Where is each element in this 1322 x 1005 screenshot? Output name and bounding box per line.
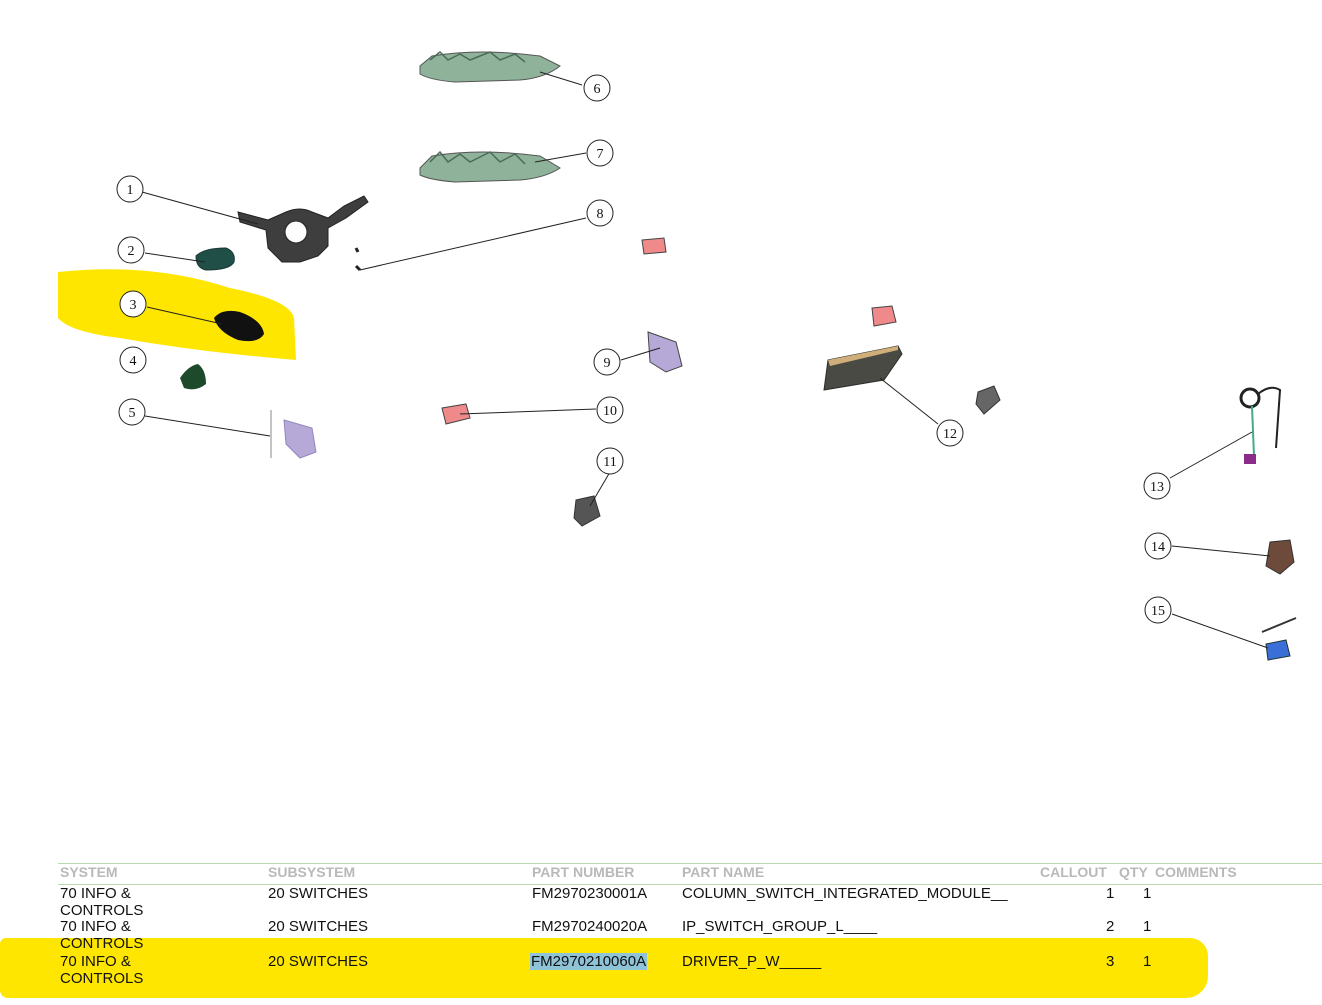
callout-12: 12 (936, 419, 964, 447)
callout-number: 3 (130, 298, 137, 313)
header-comments: COMMENTS (1155, 864, 1237, 880)
row-2-part-number: FM2970240020A (532, 918, 648, 935)
callout-circle (583, 74, 611, 102)
row-1-part-number: FM2970230001A (532, 885, 648, 902)
callout-circle (118, 398, 146, 426)
callout-circle (119, 346, 147, 374)
callout-number: 8 (597, 207, 604, 222)
part-3-knob (214, 310, 264, 342)
callout-circle (596, 396, 624, 424)
part-5-trim (270, 410, 317, 459)
part-4-cover (180, 364, 206, 390)
header-part-name: PART NAME (682, 864, 765, 880)
callout-circle (936, 419, 964, 447)
callout-number: 12 (943, 427, 957, 442)
callout-number: 5 (129, 406, 136, 421)
header-callout: CALLOUT (1040, 864, 1107, 880)
row-3-subsystem: 20 SWITCHES (268, 953, 369, 970)
callout-6: 6 (583, 74, 611, 102)
callout-1: 1 (116, 175, 144, 203)
row-2-qty: 1 (1143, 918, 1152, 935)
callout-circle (1143, 472, 1171, 500)
callout-circle (119, 290, 147, 318)
callout-number: 4 (130, 354, 137, 369)
header-subsystem: SUBSYSTEM (268, 864, 356, 880)
part-9-bracket (647, 331, 683, 373)
callout-number: 9 (604, 356, 611, 371)
callout-number: 11 (603, 455, 616, 470)
callout-7: 7 (586, 139, 614, 167)
row-1-system: 70 INFO & CONTROLS (60, 885, 144, 919)
row-3-system: 70 INFO & CONTROLS (60, 953, 144, 987)
row-2-system: 70 INFO & CONTROLS (60, 918, 144, 952)
row-3-part-number-text: FM2970210060A (530, 953, 648, 970)
part-14-switch (1265, 539, 1295, 575)
callout-circle (116, 175, 144, 203)
callout-15: 15 (1144, 596, 1172, 624)
callout-number: 15 (1151, 604, 1165, 619)
highlight-stroke-callout-3 (58, 269, 296, 360)
callout-14: 14 (1144, 532, 1172, 560)
part-15-switch (1261, 617, 1297, 661)
callout-number: 7 (597, 147, 604, 162)
header-part-number: PART NUMBER (532, 864, 635, 880)
row-1-subsystem: 20 SWITCHES (268, 885, 369, 902)
callout-number: 6 (594, 82, 601, 97)
callout-10: 10 (596, 396, 624, 424)
row-1-part-name: COLUMN_SWITCH_INTEGRATED_MODULE__ (682, 885, 1008, 902)
callout-2: 2 (117, 236, 145, 264)
row-3-part-name: DRIVER_P_W_____ (682, 953, 822, 970)
header-system: SYSTEM (60, 864, 118, 880)
callout-4: 4 (119, 346, 147, 374)
callout-circle (593, 348, 621, 376)
part-8-pink-switch (641, 237, 667, 255)
callout-number: 2 (128, 244, 135, 259)
header-qty: QTY (1119, 864, 1148, 880)
callout-9: 9 (593, 348, 621, 376)
callout-circle (586, 199, 614, 227)
callout-circle (1144, 596, 1172, 624)
callout-11: 11 (596, 447, 624, 475)
callout-13: 13 (1143, 472, 1171, 500)
part-13-clock-spring (1239, 386, 1282, 464)
callout-circle (586, 139, 614, 167)
callout-number: 14 (1151, 540, 1165, 555)
row-3-qty: 1 (1143, 953, 1152, 970)
part-6-cluster-panel (419, 50, 561, 83)
row-3-part-number: FM2970210060A (530, 953, 648, 970)
callout-8: 8 (586, 199, 614, 227)
part-7-cluster-panel (419, 150, 561, 183)
callout-circle (117, 236, 145, 264)
part-12-display (823, 305, 1001, 415)
row-2-part-name: IP_SWITCH_GROUP_L____ (682, 918, 878, 935)
callout-number: 1 (127, 183, 134, 198)
callout-number: 13 (1150, 480, 1164, 495)
table-header-top-rule (58, 863, 1322, 864)
row-1-callout: 1 (1106, 885, 1115, 902)
row-1-qty: 1 (1143, 885, 1152, 902)
row-2-subsystem: 20 SWITCHES (268, 918, 369, 935)
callout-circle (596, 447, 624, 475)
callout-5: 5 (118, 398, 146, 426)
table-header-bottom-rule (58, 884, 1322, 885)
part-2-lever-end (195, 247, 235, 271)
leader-lines (141, 71, 1271, 649)
part-11-dark-switch (573, 495, 601, 527)
callout-3: 3 (119, 290, 147, 318)
part-1-column-switch (237, 195, 369, 272)
row-3-callout: 3 (1106, 953, 1115, 970)
row-2-callout: 2 (1106, 918, 1115, 935)
callout-circle (1144, 532, 1172, 560)
part-10-pink-switch (441, 403, 471, 425)
callout-number: 10 (603, 404, 617, 419)
